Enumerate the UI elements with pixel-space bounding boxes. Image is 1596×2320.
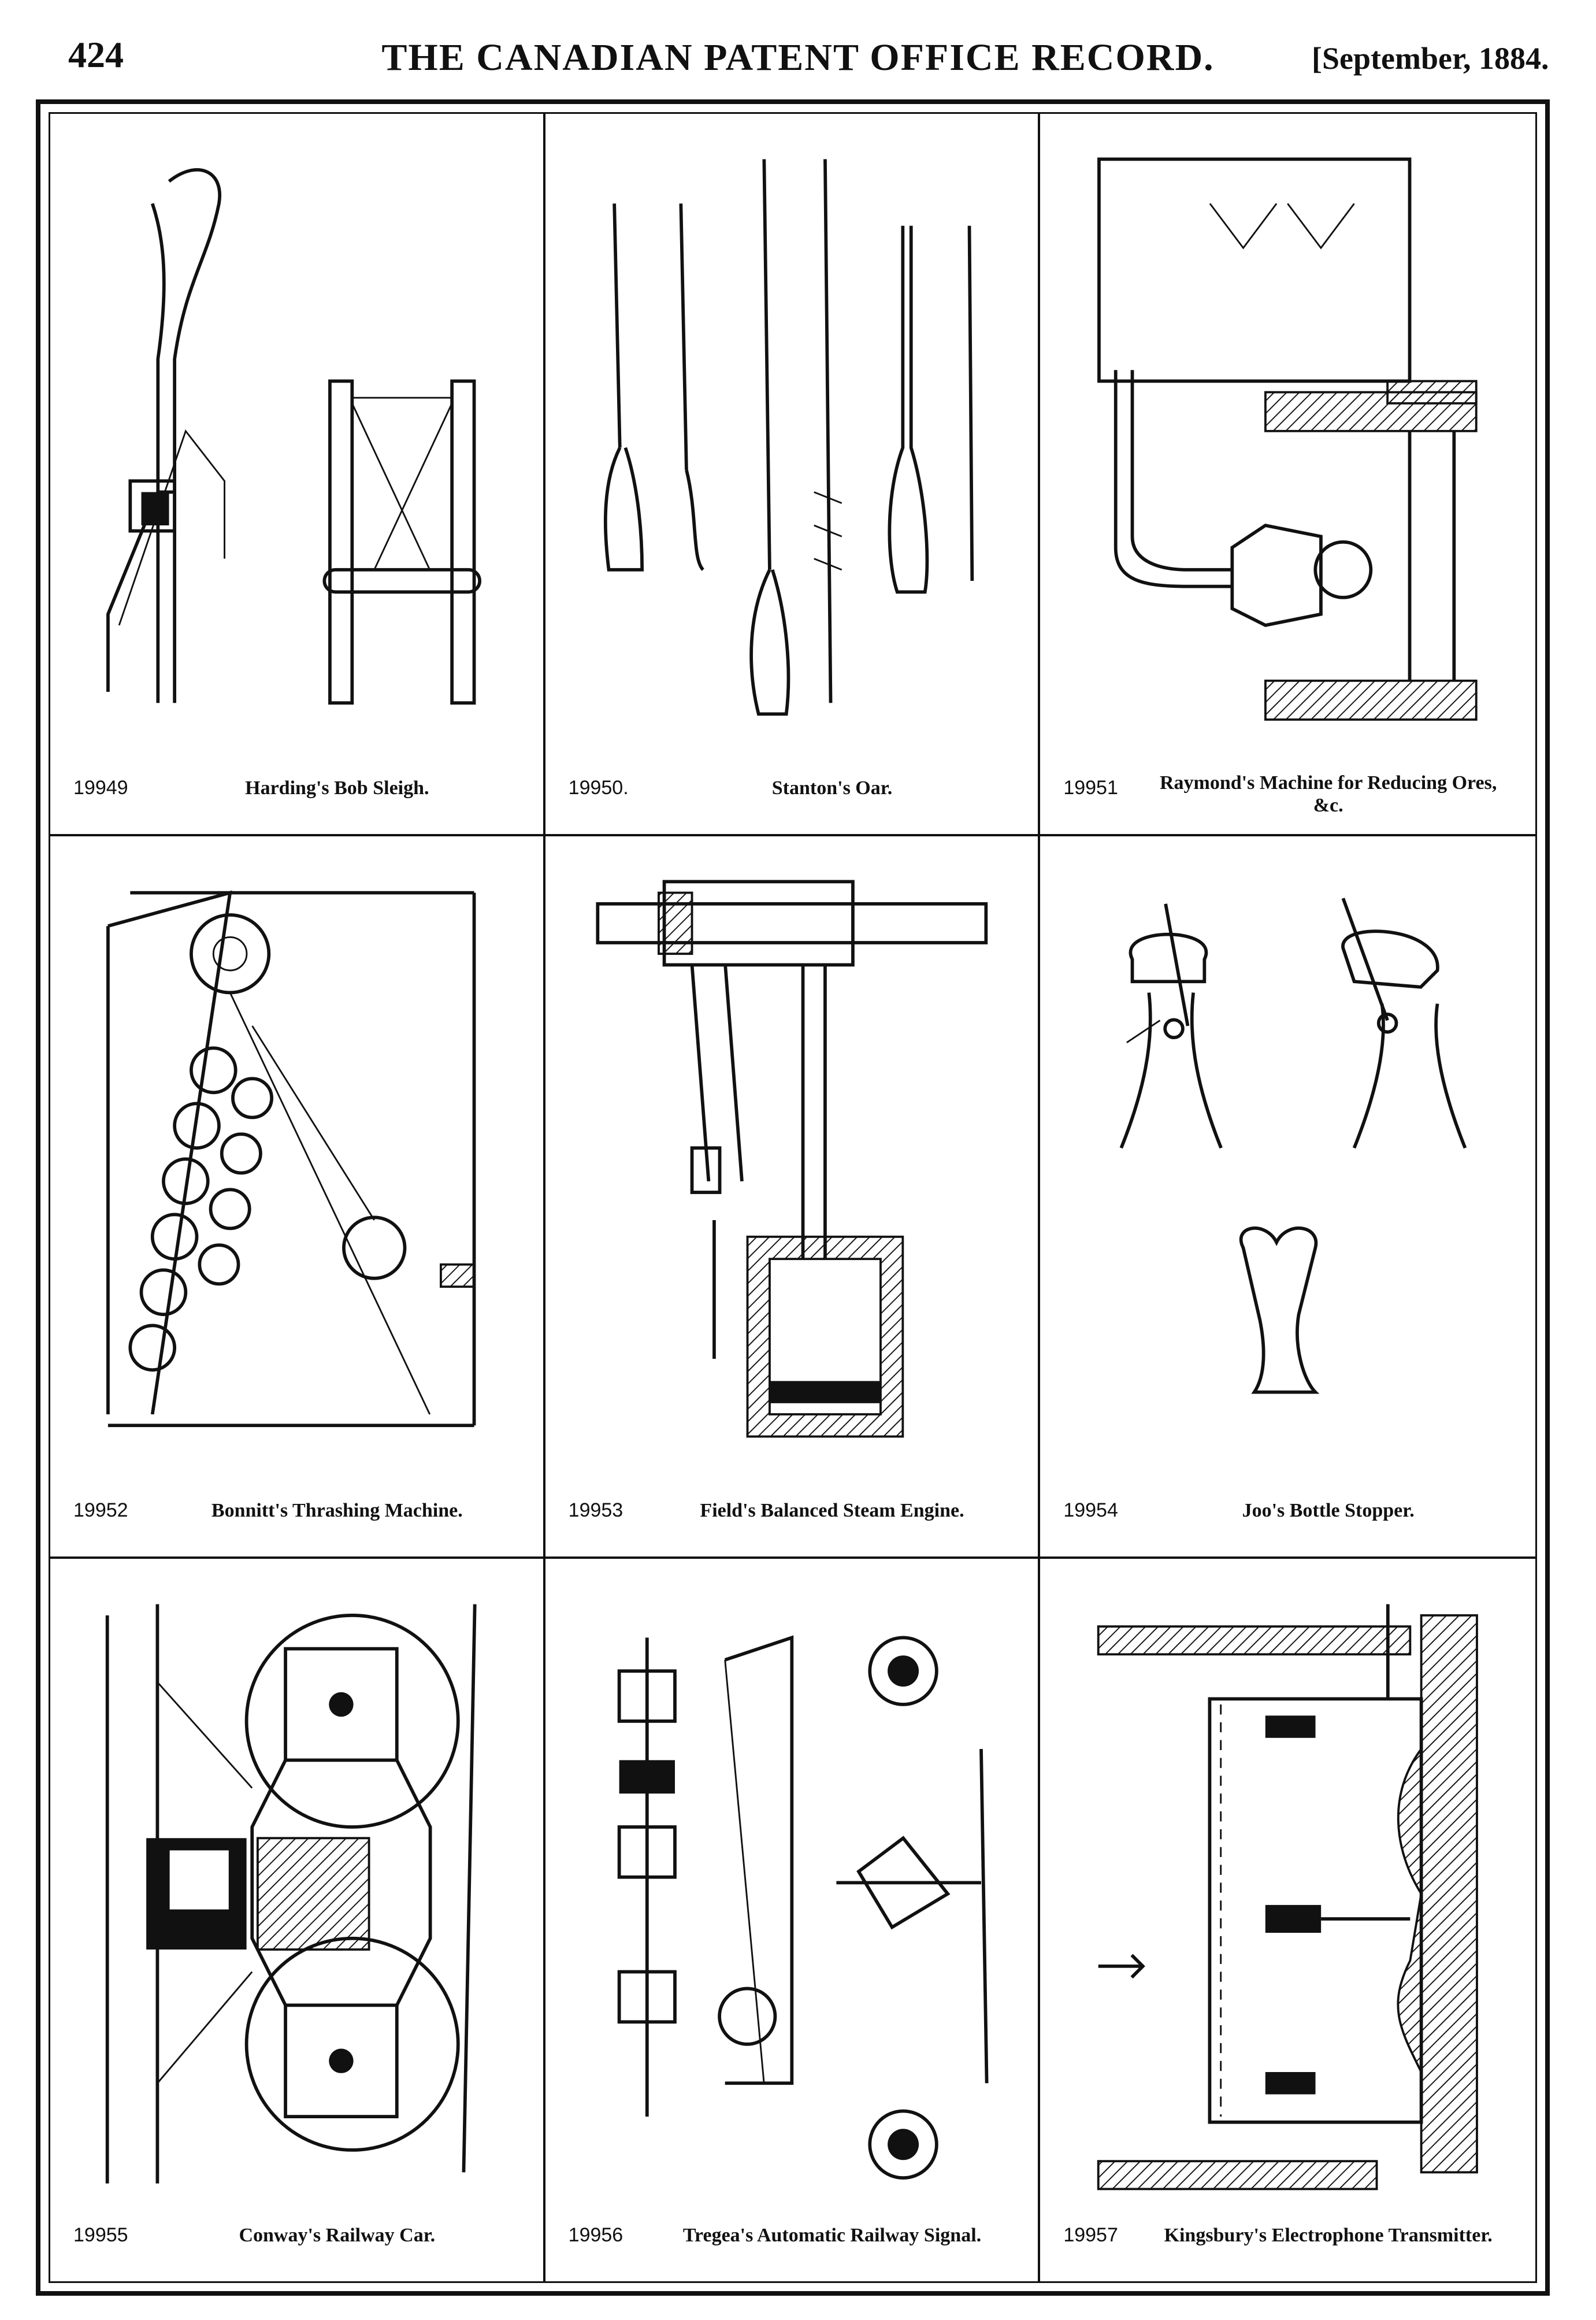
patent-number: 19954 bbox=[1063, 1499, 1118, 1521]
patent-cell: 19954 Joo's Bottle Stopper. bbox=[1040, 836, 1535, 1559]
patent-number: 19955 bbox=[73, 2224, 128, 2246]
plate-frame: 19949 Harding's Bob Sleigh. bbox=[36, 99, 1550, 2296]
oar-drawing bbox=[580, 137, 1004, 747]
railway-signal-drawing bbox=[580, 1582, 1004, 2195]
patent-caption: 19954 Joo's Bottle Stopper. bbox=[1057, 1481, 1518, 1533]
patent-cell: 19952 Bonnitt's Thrashing Machine. bbox=[50, 836, 545, 1559]
publication-title: THE CANADIAN PATENT OFFICE RECORD. bbox=[381, 36, 1215, 79]
patent-cell: 19950. Stanton's Oar. bbox=[545, 114, 1041, 836]
patent-number: 19951 bbox=[1063, 777, 1118, 799]
page-header: 424 THE CANADIAN PATENT OFFICE RECORD. [… bbox=[0, 0, 1596, 98]
ore-machine-drawing bbox=[1075, 137, 1501, 747]
patent-cell: 19955 Conway's Railway Car. bbox=[50, 1559, 545, 2281]
patent-number: 19956 bbox=[568, 2224, 623, 2246]
patent-number: 19953 bbox=[568, 1499, 623, 1521]
patent-title: Field's Balanced Steam Engine. bbox=[700, 1499, 964, 1521]
patent-title: Conway's Railway Car. bbox=[239, 2224, 436, 2246]
patent-title: Harding's Bob Sleigh. bbox=[245, 777, 429, 799]
patent-cell: 19957 Kingsbury's Electrophone Transmitt… bbox=[1040, 1559, 1535, 2281]
patent-number: 19957 bbox=[1063, 2224, 1118, 2246]
railway-car-drawing bbox=[85, 1582, 509, 2195]
issue-date: [September, 1884. bbox=[1312, 41, 1549, 76]
patent-cell: 19949 Harding's Bob Sleigh. bbox=[50, 114, 545, 836]
patent-caption: 19955 Conway's Railway Car. bbox=[68, 2206, 526, 2258]
patent-title: Joo's Bottle Stopper. bbox=[1242, 1499, 1415, 1521]
bob-sleigh-drawing bbox=[85, 137, 509, 747]
patent-cell: 19953 Field's Balanced Steam Engine. bbox=[545, 836, 1041, 1559]
patent-number: 19949 bbox=[73, 777, 128, 799]
patent-cell: 19951 Raymond's Machine for Reducing Ore… bbox=[1040, 114, 1535, 836]
patent-caption: 19950. Stanton's Oar. bbox=[563, 759, 1021, 811]
page-number: 424 bbox=[68, 34, 124, 75]
patent-caption: 19952 Bonnitt's Thrashing Machine. bbox=[68, 1481, 526, 1533]
patent-caption: 19957 Kingsbury's Electrophone Transmitt… bbox=[1057, 2206, 1518, 2258]
steam-engine-drawing bbox=[580, 859, 1004, 1470]
patent-title: Raymond's Machine for Reducing Ores, &c. bbox=[1159, 772, 1497, 816]
patent-grid: 19949 Harding's Bob Sleigh. bbox=[50, 114, 1535, 2281]
thrashing-machine-drawing bbox=[85, 859, 509, 1470]
patent-caption: 19951 Raymond's Machine for Reducing Ore… bbox=[1057, 759, 1518, 816]
patent-cell: 19956 Tregea's Automatic Railway Signal. bbox=[545, 1559, 1041, 2281]
patent-caption: 19953 Field's Balanced Steam Engine. bbox=[563, 1481, 1021, 1533]
patent-number: 19952 bbox=[73, 1499, 128, 1521]
patent-caption: 19949 Harding's Bob Sleigh. bbox=[68, 759, 526, 811]
patent-title: Bonnitt's Thrashing Machine. bbox=[211, 1499, 463, 1521]
patent-caption: 19956 Tregea's Automatic Railway Signal. bbox=[563, 2206, 1021, 2258]
electrophone-transmitter-drawing bbox=[1075, 1582, 1501, 2195]
patent-number: 19950. bbox=[568, 777, 629, 799]
patent-title: Tregea's Automatic Railway Signal. bbox=[682, 2224, 982, 2246]
patent-title: Kingsbury's Electrophone Transmitter. bbox=[1164, 2224, 1493, 2246]
plate-inner-frame: 19949 Harding's Bob Sleigh. bbox=[49, 112, 1537, 2283]
bottle-stopper-drawing bbox=[1075, 859, 1501, 1470]
patent-title: Stanton's Oar. bbox=[771, 777, 893, 799]
